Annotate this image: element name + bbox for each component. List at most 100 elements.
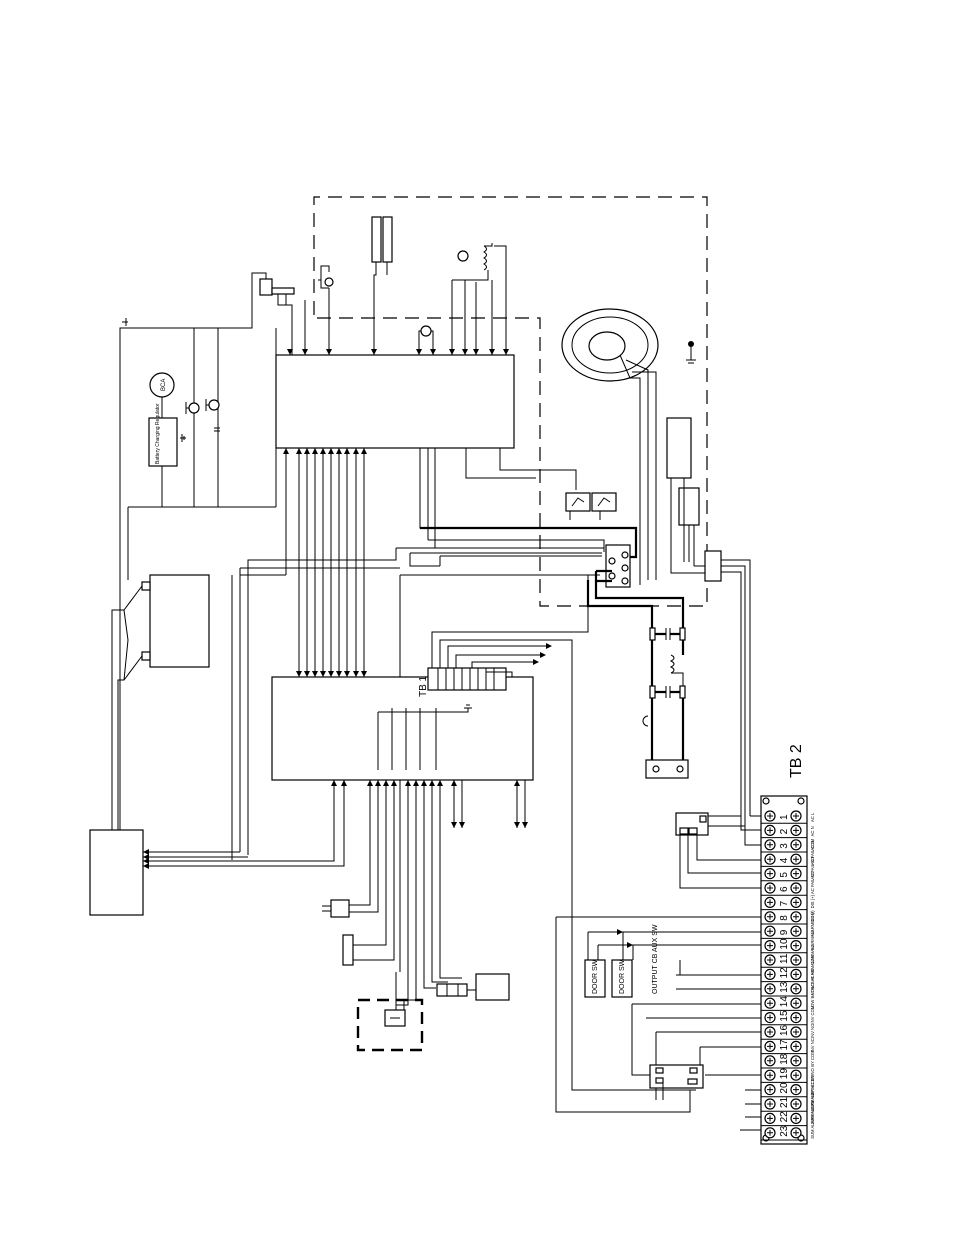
tb2-terminal-label: AC L <box>810 812 815 822</box>
tb2-terminal-number: 3 <box>779 843 790 849</box>
lower-board <box>271 676 534 781</box>
tb2-terminal-label: INV NC <box>810 1038 815 1052</box>
tb2-terminal: 6 <box>761 882 807 896</box>
sensor-bracket <box>342 934 354 966</box>
tb1-label: TB 1 <box>418 675 429 697</box>
tb2-terminal-number: 17 <box>779 1039 790 1051</box>
tb2-terminal-number: 11 <box>779 953 790 964</box>
tb2-terminal-label: AC N <box>810 826 815 836</box>
tb2-terminal-number: 20 <box>779 1082 790 1094</box>
tb2-terminal-number: 18 <box>779 1053 790 1065</box>
door-sw-1-label: DOOR SW <box>592 959 599 994</box>
indicator-lamp <box>457 250 469 262</box>
board-top-pins <box>287 349 509 355</box>
battery-regulator-label: Battery Charging Regulator <box>155 403 161 464</box>
tb2-terminal-label: LOW BAT NO <box>810 968 815 995</box>
tb2-terminal-number: 13 <box>779 981 790 993</box>
tb2-terminal: 5 <box>761 867 807 882</box>
tb2-label: TB 2 <box>788 744 805 778</box>
tb2-terminal-number: 10 <box>779 938 790 950</box>
tb2-terminal: 14 <box>761 996 807 1011</box>
tb2-terminal: 4 <box>761 853 807 867</box>
tb2-terminal-label: AC FAIL COM <box>810 838 815 865</box>
tb2-terminal: 20 <box>761 1082 807 1098</box>
fan-box <box>666 417 692 479</box>
control-board <box>275 354 515 449</box>
tb2-terminal-label: ALARM NC <box>810 944 815 966</box>
tb2-terminal-number: 21 <box>779 1096 790 1108</box>
sensor-plug <box>330 899 350 918</box>
output-cb-label: OUTPUT CB AUX SW <box>652 924 659 994</box>
tb2-terminal-label: SUM ALARM NO <box>810 1092 815 1125</box>
tb2-terminal-number: 4 <box>779 857 790 863</box>
enclosure-wires <box>451 279 493 355</box>
tb2-terminal-label: SUM ALARM COM <box>810 1074 815 1110</box>
tb2-terminal-label: BY NO <box>810 1068 815 1082</box>
tb2-terminal-label: DIS (+) <box>810 894 815 908</box>
door-switch-1 <box>584 959 606 998</box>
tb2-terminal: 10 <box>761 938 807 954</box>
tb2-terminal: 19 <box>761 1068 807 1083</box>
tb2-terminal: 17 <box>761 1039 807 1055</box>
tb2-terminal-number: 12 <box>779 967 790 979</box>
tb2-terminal-label: SUM ALARM NC <box>810 1107 815 1139</box>
tb2-terminal-number: 6 <box>779 886 790 892</box>
tb2-terminal-number: 1 <box>779 814 790 820</box>
tb2-terminal: 12 <box>761 967 807 983</box>
tb2-terminal: 9 <box>761 925 807 939</box>
tb2-terminal: 18 <box>761 1053 807 1069</box>
tb2-terminal: 2 <box>761 824 807 839</box>
door-switch-2 <box>611 959 633 998</box>
tb2-terminal: 15 <box>761 1010 807 1026</box>
tb2-terminal: 7 <box>761 896 807 911</box>
tb2-terminal-number: 14 <box>779 996 790 1008</box>
door-sw-2-label: DOOR SW <box>619 959 626 994</box>
top-connector <box>119 272 306 830</box>
sensor-circle <box>420 325 432 337</box>
toroid-transformer <box>561 308 659 585</box>
battery-terminal <box>645 759 689 779</box>
tb2-terminal: 22 <box>761 1111 807 1127</box>
tb2-terminal-number: 22 <box>779 1111 790 1123</box>
lower-left-box <box>89 829 144 916</box>
tb2-terminal-label: BY COM <box>810 1050 815 1067</box>
tb2-terminal: 21 <box>761 1096 807 1112</box>
battery-regulator-box <box>148 417 178 467</box>
tb2-terminal-label: AC FAIL NC <box>810 871 815 894</box>
switch-2 <box>205 399 220 432</box>
tb2-terminal-label: DIS (-) <box>810 910 815 923</box>
tb2-terminal: 16 <box>761 1024 807 1040</box>
transformer-coil <box>475 243 507 355</box>
tb2-terminal-label: AC FAIL NO <box>810 856 815 880</box>
fuse-holders <box>371 216 393 355</box>
filter-chain <box>642 627 686 760</box>
tb2-terminal-number: 15 <box>779 1010 790 1022</box>
thermostat-switches <box>565 492 617 520</box>
bca-label: BCA <box>161 379 167 391</box>
tb2-terminal-number: 5 <box>779 872 790 878</box>
tb2-terminal: 8 <box>761 911 807 925</box>
dashed-enclosure <box>313 196 708 607</box>
tb2-terminal-label: ALARM COM <box>810 955 815 981</box>
tb2-terminal-label: AC G <box>810 841 815 851</box>
tb2-terminal-label: BY NC <box>810 1083 815 1096</box>
bus-arrows <box>283 448 367 677</box>
transformer-box <box>149 574 210 668</box>
tb2-terminal-number: 23 <box>779 1125 790 1137</box>
relay-box <box>678 487 700 526</box>
tb2-terminal-label: ALARM COM <box>810 911 815 937</box>
tb2-terminal-label: ALARM NO <box>810 929 815 952</box>
tb2-terminal-number: 7 <box>779 900 790 906</box>
tb2-terminal-label: INV NO <box>810 1023 815 1038</box>
tb2-terminal-number: 19 <box>779 1068 790 1080</box>
switch-1 <box>185 402 200 414</box>
plug-box <box>475 973 510 1001</box>
tb2-terminal-label: INV COM <box>810 1005 815 1023</box>
tb2-terminal-number: 2 <box>779 828 790 834</box>
tb2-terminal: 3 <box>761 839 807 853</box>
tb2-terminal-label: LOW BAT NC <box>810 984 815 1010</box>
tb2-terminal: 1 <box>761 810 807 824</box>
